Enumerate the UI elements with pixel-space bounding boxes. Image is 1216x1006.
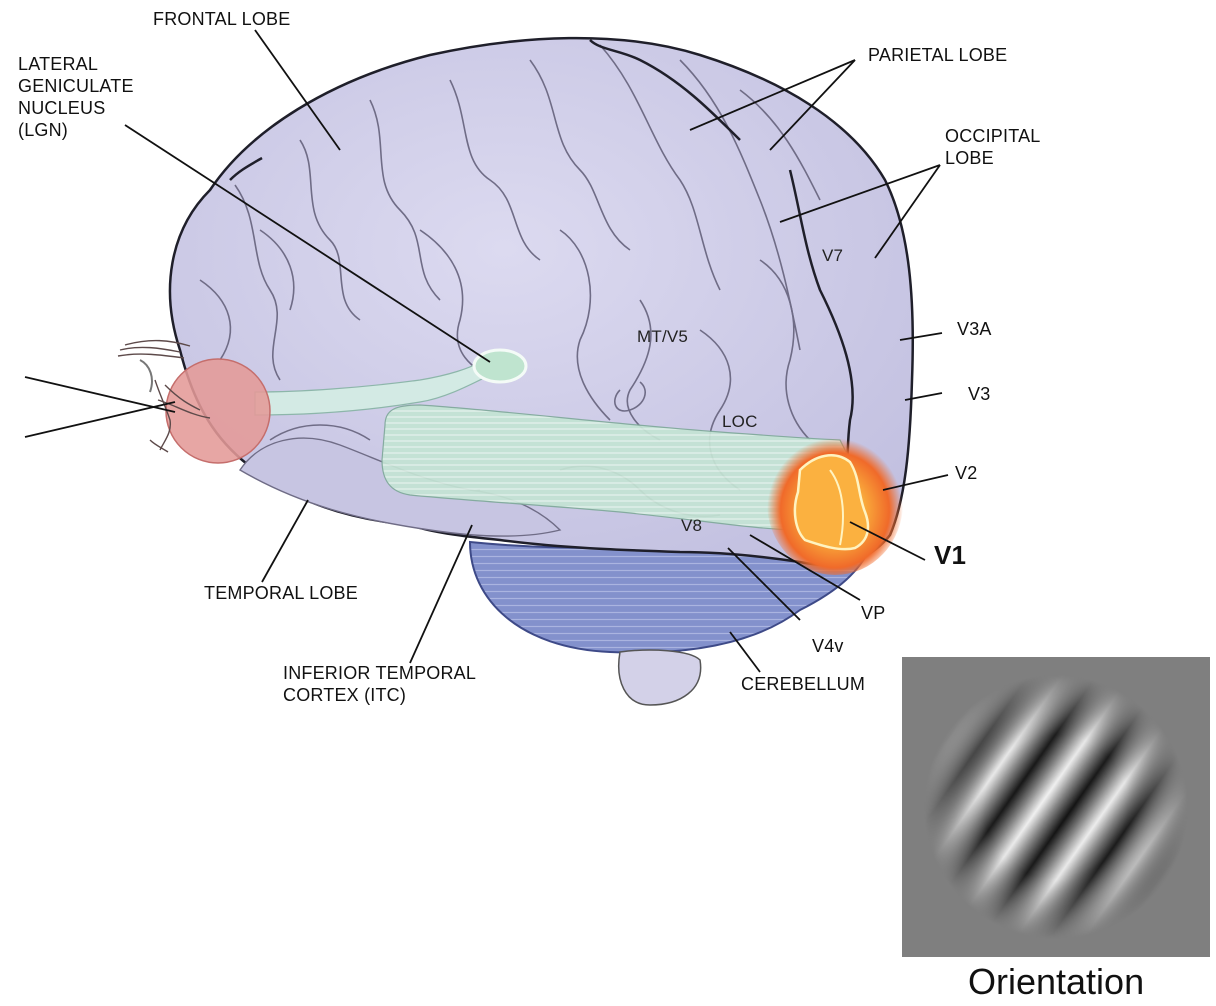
lgn-nucleus: [474, 350, 526, 382]
brainstem-shape: [619, 650, 701, 705]
label-v2: V2: [955, 462, 977, 484]
label-frontal-lobe: FRONTAL LOBE: [153, 8, 290, 30]
label-v4v: V4v: [812, 635, 844, 657]
label-vp: VP: [861, 602, 885, 624]
label-lgn: LATERAL GENICULATE NUCLEUS (LGN): [18, 53, 134, 141]
label-cerebellum: CEREBELLUM: [741, 673, 865, 695]
label-v3a: V3A: [957, 318, 992, 340]
eye-shape: [166, 359, 270, 463]
label-v1: V1: [934, 544, 966, 566]
gabor-patch: [902, 657, 1210, 957]
label-parietal-lobe: PARIETAL LOBE: [868, 44, 1007, 66]
label-itc: INFERIOR TEMPORAL CORTEX (ITC): [283, 662, 476, 706]
label-loc: LOC: [722, 411, 758, 433]
label-v8: V8: [681, 515, 702, 537]
label-temporal-lobe: TEMPORAL LOBE: [204, 582, 358, 604]
label-v7: V7: [822, 245, 843, 267]
stimulus-caption: Orientation: [968, 962, 1144, 1002]
label-occipital-lobe: OCCIPITAL LOBE: [945, 125, 1040, 169]
label-mt-v5: MT/V5: [637, 326, 688, 348]
label-v3: V3: [968, 383, 990, 405]
gabor-stimulus-image: [902, 657, 1210, 957]
